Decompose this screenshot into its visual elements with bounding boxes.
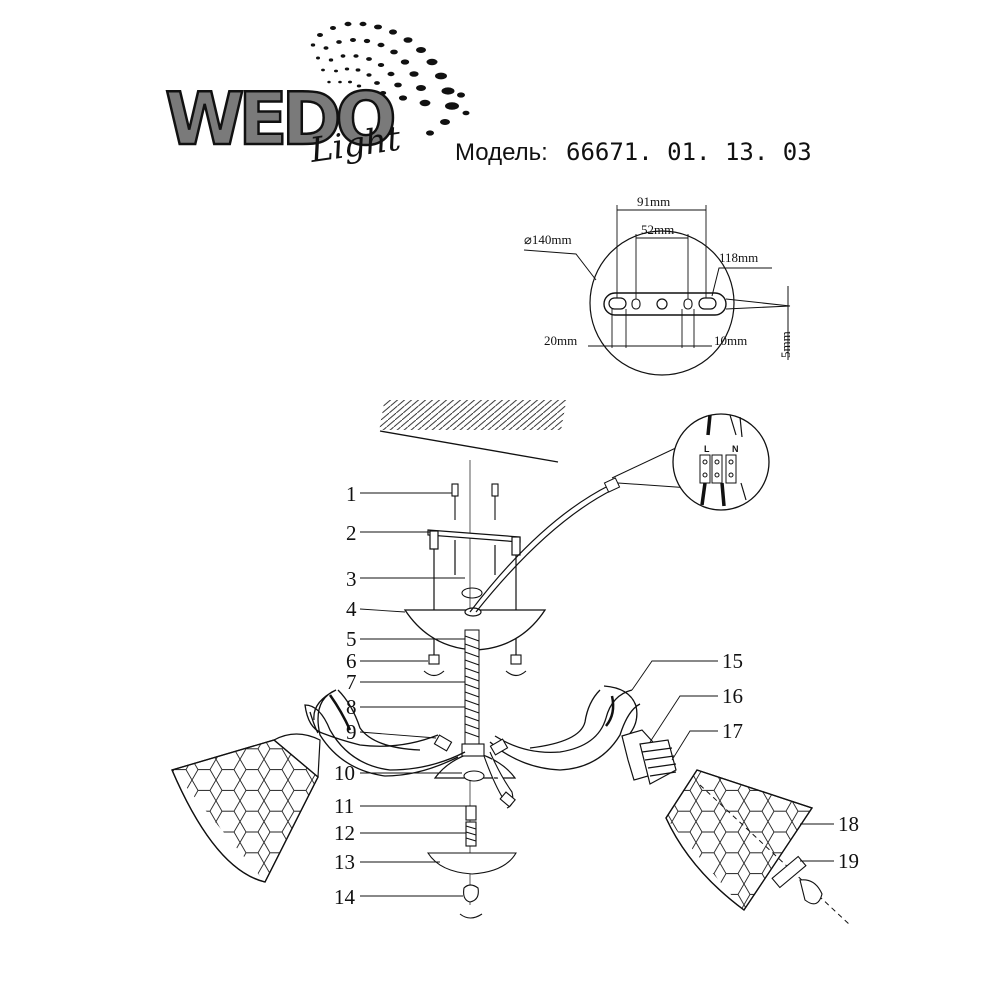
callout-9: 9: [346, 720, 357, 744]
callout-11: 11: [334, 794, 354, 818]
callout-4: 4: [346, 597, 357, 621]
callout-15: 15: [722, 649, 743, 673]
mounting-bar: [603, 292, 727, 316]
callout-14: 14: [334, 885, 356, 909]
callout-10: 10: [334, 761, 355, 785]
terminal-block-icon: [699, 454, 737, 484]
nut-3: [461, 587, 483, 599]
wire-label-neutral: N: [732, 444, 739, 454]
dot-swirl-icon: [310, 21, 470, 136]
slot-right: [698, 297, 717, 310]
wire-label-live: L: [704, 444, 710, 454]
callouts: 1 2 3 4 5 6 7 8 9 10 11 12 13 14 15 16 1…: [334, 482, 859, 909]
dim-thickness: 5mm: [778, 331, 793, 358]
bracket: [427, 529, 521, 655]
lower-parts: [427, 805, 517, 919]
canopy-outline: [589, 230, 735, 376]
callout-1: 1: [346, 482, 357, 506]
arm-fittings: [433, 734, 516, 809]
slot-left: [608, 297, 627, 310]
model-number: 66671. 01. 13. 03: [566, 138, 812, 166]
callout-7: 7: [346, 670, 357, 694]
callout-17: 17: [722, 719, 743, 743]
mounting-bar-diagram: 91mm 52mm ⌀140mm 118mm 20mm 10mm 5mm: [523, 194, 793, 376]
left-shade: [171, 733, 321, 883]
right-socket: [621, 729, 677, 785]
callout-2: 2: [346, 521, 357, 545]
callout-8: 8: [346, 695, 357, 719]
hole-left: [631, 298, 641, 310]
ceiling-screws: [451, 483, 499, 520]
callout-12: 12: [334, 821, 355, 845]
threaded-stem: [464, 629, 480, 751]
dim-length: 118mm: [719, 250, 758, 265]
callout-3: 3: [346, 567, 357, 591]
dim-width-total: 91mm: [637, 194, 670, 209]
callout-5: 5: [346, 627, 357, 651]
cap-nuts: [423, 654, 527, 677]
right-shade: [665, 769, 814, 911]
brand-wordmark: WEDO: [165, 77, 393, 161]
callout-16: 16: [722, 684, 743, 708]
dim-offset-left: 20mm: [544, 333, 577, 348]
callout-13: 13: [334, 850, 355, 874]
model-label: Модель:: [455, 139, 548, 166]
brand-logo: WEDO Light: [164, 21, 470, 171]
hole-right: [683, 298, 693, 310]
dim-diameter: ⌀140mm: [524, 232, 572, 247]
callout-6: 6: [346, 649, 357, 673]
dim-width-inner: 52mm: [641, 222, 674, 237]
right-arm: [489, 685, 641, 771]
center-hole: [656, 298, 668, 310]
dim-offset-right: 10mm: [714, 333, 747, 348]
wiring-inset: L N: [672, 413, 770, 511]
supply-cord: [469, 484, 611, 613]
callout-19: 19: [838, 849, 859, 873]
left-arm: [304, 689, 466, 777]
exploded-view: L N: [171, 400, 851, 926]
callout-18: 18: [838, 812, 859, 836]
ceiling-hatch: [379, 400, 567, 430]
shade-ring: [771, 855, 823, 905]
